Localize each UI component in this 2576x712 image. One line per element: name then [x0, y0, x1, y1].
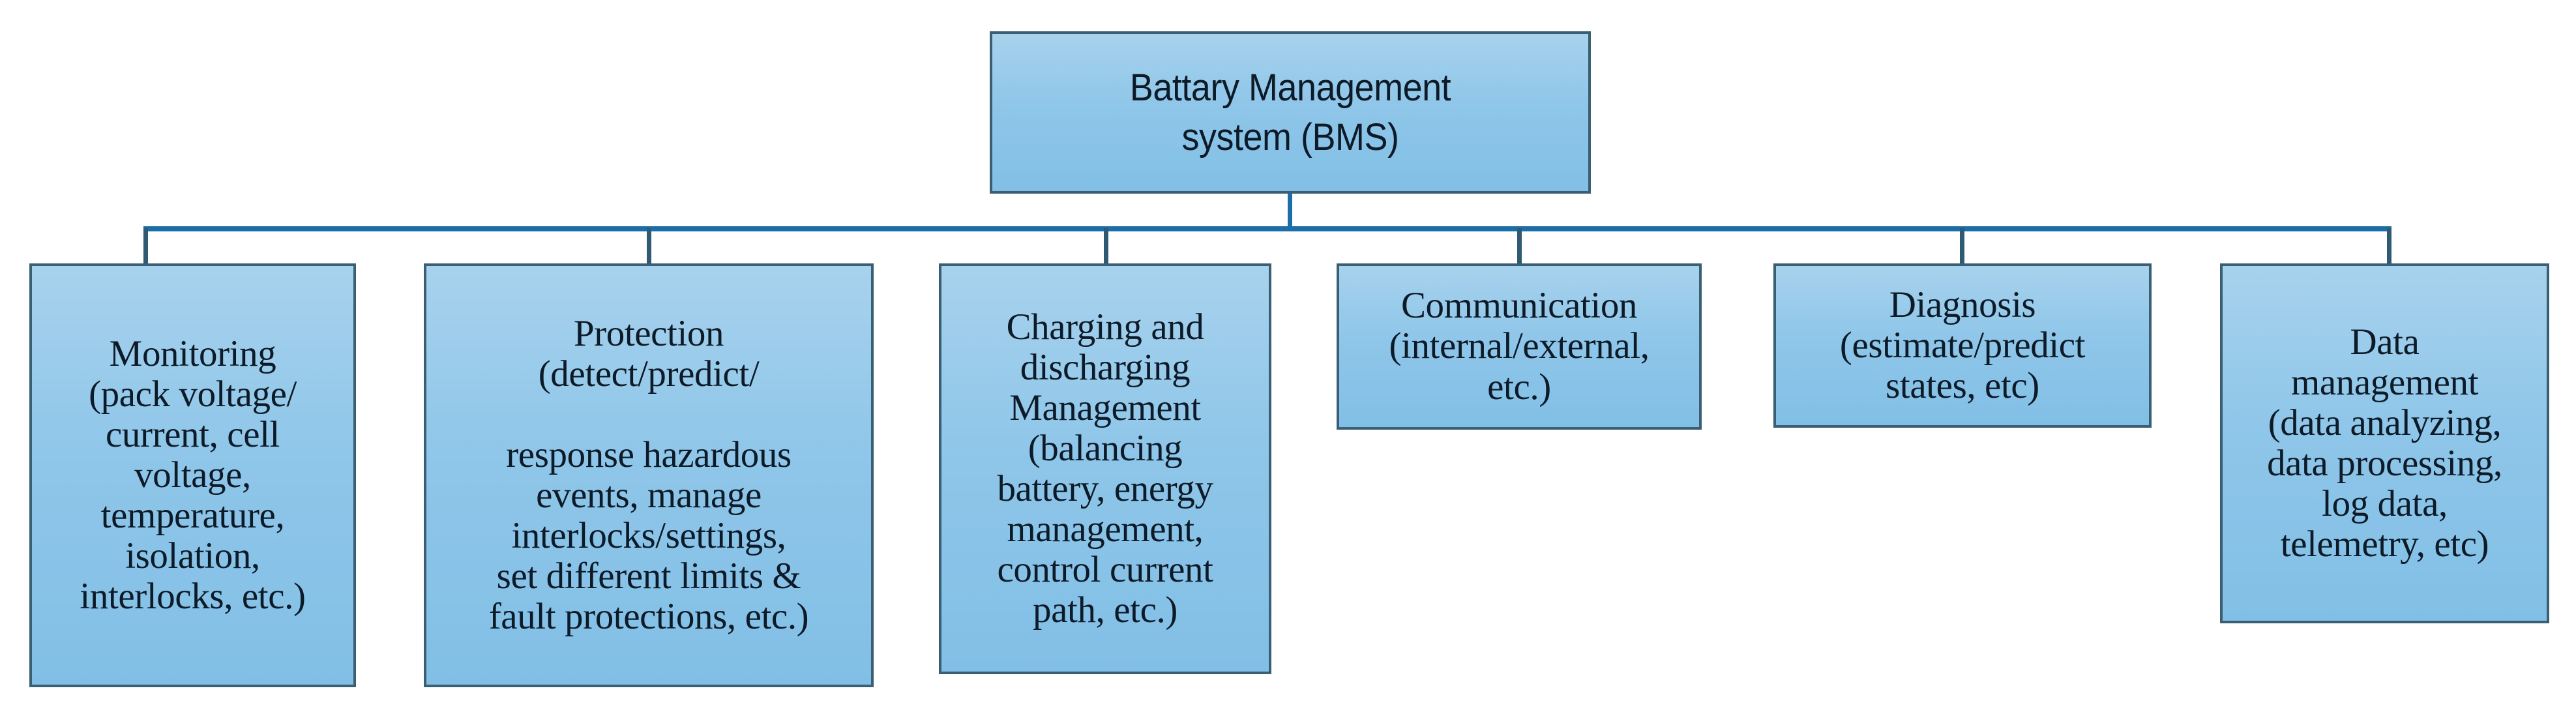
node-battery-management-system[interactable]: Battary Management system (BMS)	[990, 31, 1591, 194]
branch-connector-communication	[1517, 228, 1522, 265]
node-monitoring[interactable]: Monitoring (pack voltage/ current, cell …	[29, 263, 356, 687]
branch-connector-monitoring	[143, 228, 148, 265]
node-label-monitoring: Monitoring (pack voltage/ current, cell …	[80, 333, 306, 617]
branch-connector-charging	[1104, 228, 1108, 265]
node-label-protection: Protection (detect/predict/ response haz…	[488, 312, 809, 638]
root-stub-connector	[1288, 194, 1292, 230]
node-data-management[interactable]: Data management (data analyzing, data pr…	[2220, 263, 2549, 623]
branch-connector-diagnosis	[1960, 228, 1964, 265]
branch-connector-data-management	[2387, 228, 2391, 265]
branch-connector-protection	[647, 228, 651, 265]
node-protection[interactable]: Protection (detect/predict/ response haz…	[424, 263, 874, 687]
node-communication[interactable]: Communication (internal/external, etc.)	[1337, 263, 1702, 430]
node-label-diagnosis: Diagnosis (estimate/predict states, etc)	[1839, 284, 2086, 407]
node-charging-discharging-management[interactable]: Charging and discharging Management (bal…	[939, 263, 1271, 674]
node-label-battery-management-system: Battary Management system (BMS)	[1129, 67, 1451, 158]
node-label-communication: Communication (internal/external, etc.)	[1389, 285, 1650, 408]
node-label-charging-discharging-management: Charging and discharging Management (bal…	[997, 306, 1213, 631]
node-label-data-management: Data management (data analyzing, data pr…	[2267, 321, 2502, 565]
horizontal-bus-connector	[143, 226, 2391, 231]
node-diagnosis[interactable]: Diagnosis (estimate/predict states, etc)	[1773, 263, 2152, 428]
